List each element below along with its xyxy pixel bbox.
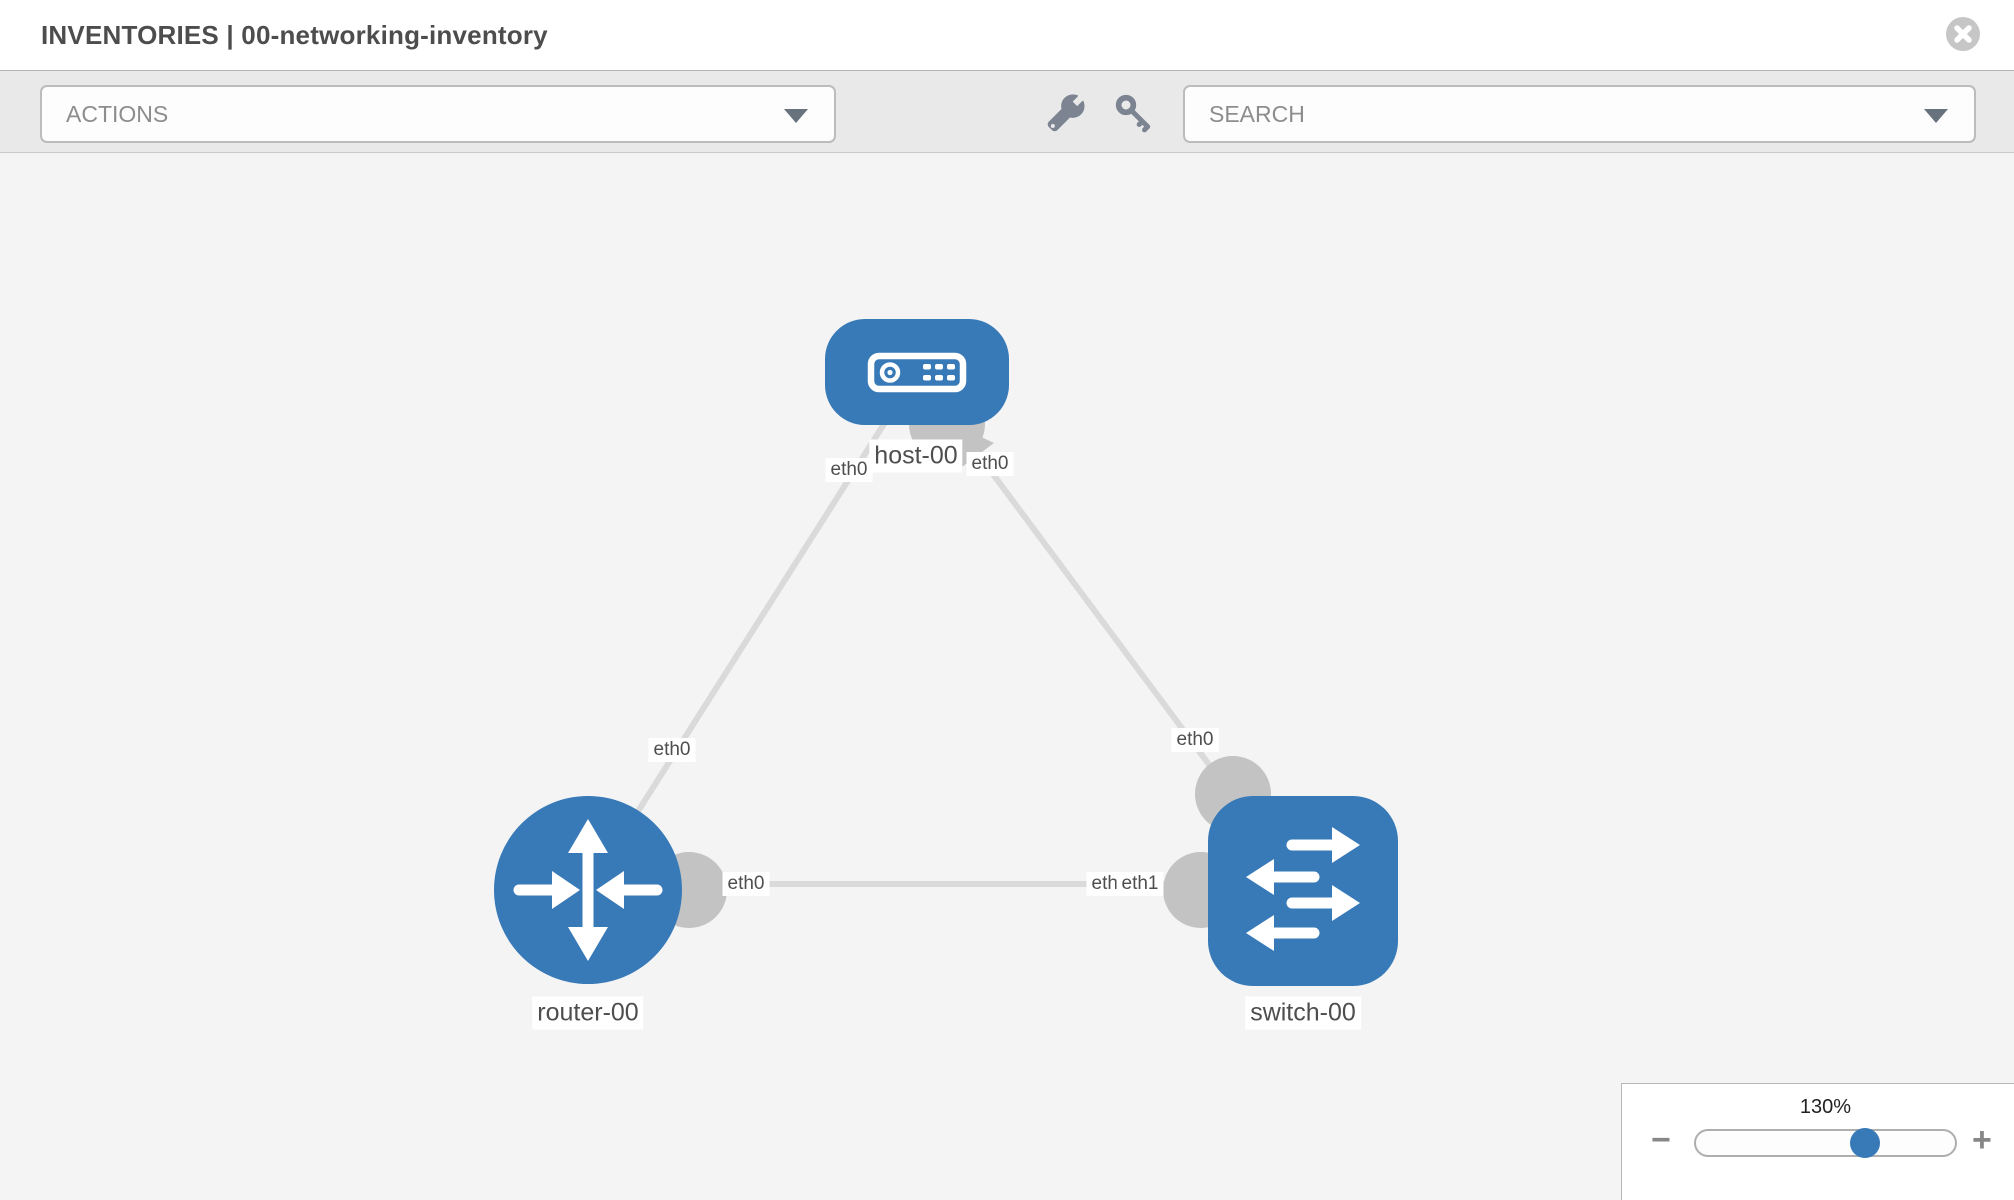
interface-label: eth0 bbox=[966, 452, 1014, 476]
node-host-00[interactable] bbox=[825, 319, 1009, 425]
zoom-in-button[interactable]: + bbox=[1972, 1121, 1992, 1159]
interface-label: eth0 bbox=[648, 738, 696, 762]
key-icon bbox=[1115, 94, 1151, 133]
interface-label: eth1 bbox=[1116, 872, 1164, 896]
router-arrows-icon bbox=[513, 819, 663, 961]
node-label-host: host-00 bbox=[869, 439, 963, 473]
close-button[interactable] bbox=[1945, 16, 1981, 52]
node-router-00[interactable] bbox=[494, 796, 682, 984]
wrench-button[interactable] bbox=[1046, 93, 1086, 133]
chevron-down-icon bbox=[1924, 109, 1948, 123]
toolbar: ACTIONS SEARCH bbox=[0, 71, 2014, 153]
page-title: INVENTORIES | 00-networking-inventory bbox=[41, 20, 548, 50]
switch-arrows-icon bbox=[1246, 827, 1360, 951]
server-icon bbox=[867, 352, 967, 393]
actions-dropdown[interactable]: ACTIONS bbox=[40, 85, 836, 143]
chevron-down-icon bbox=[784, 109, 808, 123]
x-circle-icon bbox=[1946, 17, 1980, 51]
zoom-out-button[interactable]: − bbox=[1651, 1121, 1671, 1159]
search-dropdown-label: SEARCH bbox=[1209, 101, 1305, 127]
wrench-icon bbox=[1047, 94, 1085, 132]
zoom-slider-thumb[interactable] bbox=[1850, 1128, 1880, 1158]
topology-canvas[interactable]: host-00 router-00 switch-00 eth0 eth0 et… bbox=[0, 153, 2014, 1200]
zoom-slider-track[interactable] bbox=[1694, 1129, 1957, 1157]
key-button[interactable] bbox=[1114, 93, 1154, 133]
interface-label: eth0 bbox=[1171, 728, 1219, 752]
zoom-level-value: 130% bbox=[1799, 1096, 1852, 1118]
interface-label: eth0 bbox=[722, 872, 770, 896]
node-label-switch: switch-00 bbox=[1245, 996, 1361, 1030]
node-label-router: router-00 bbox=[532, 996, 644, 1030]
node-switch-00[interactable] bbox=[1208, 796, 1398, 986]
modal-header: INVENTORIES | 00-networking-inventory bbox=[0, 0, 2014, 71]
actions-dropdown-label: ACTIONS bbox=[66, 101, 169, 127]
zoom-control-panel: 130% − + bbox=[1621, 1083, 2014, 1200]
search-dropdown[interactable]: SEARCH bbox=[1183, 85, 1976, 143]
interface-label: eth0 bbox=[825, 458, 873, 482]
